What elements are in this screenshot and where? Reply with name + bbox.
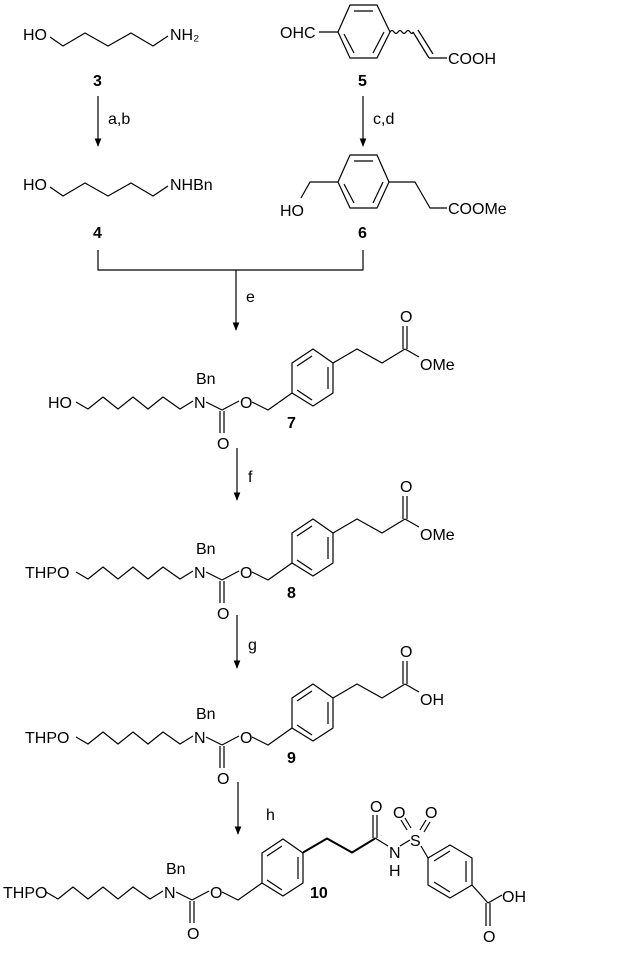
compound-number: 5 <box>358 73 367 90</box>
carbonyl-oxygen-label: O <box>187 926 199 943</box>
compound-5: OHC COOH 5 <box>280 4 496 90</box>
compound-number: 3 <box>93 73 102 90</box>
hydroxyl-label: HO <box>280 203 304 220</box>
thp-ether-label: THPO <box>3 885 47 902</box>
carbonyl-oxygen-label: O <box>400 309 412 326</box>
join-bracket <box>97 250 364 271</box>
compound-10: THPO Bn N O O O N H S O O OH O 10 <box>3 799 526 946</box>
carbonyl-oxygen-label: O <box>217 606 229 623</box>
compound-number: 4 <box>93 225 102 242</box>
reagent-label-f: f <box>248 469 253 486</box>
amide-oxygen-label: O <box>370 799 382 816</box>
aldehyde-label: OHC <box>280 25 316 42</box>
benzyl-label: Bn <box>196 541 216 558</box>
methoxy-label: OMe <box>420 527 455 544</box>
reagent-label-h: h <box>266 807 275 824</box>
nitrogen-label: N <box>194 730 206 747</box>
hydroxyl-label: HO <box>48 395 72 412</box>
compound-6: HO COOMe 6 <box>280 154 507 242</box>
ester-oxygen-label: O <box>240 565 252 582</box>
hydroxyl-label: OH <box>420 692 444 709</box>
benzyl-label: Bn <box>196 706 216 723</box>
reagent-label-e: e <box>246 289 255 306</box>
compound-7: HO Bn N O O O OMe 7 <box>48 309 455 453</box>
compound-number: 7 <box>287 415 296 432</box>
compound-4: HO NHBn 4 <box>23 177 213 242</box>
acid-label: COOH <box>448 51 496 68</box>
nitrogen-label: N <box>164 885 176 902</box>
benzyl-label: Bn <box>166 861 186 878</box>
wavy-bond <box>389 29 414 35</box>
compound-number: 10 <box>310 885 328 902</box>
carbonyl-oxygen-label: O <box>217 771 229 788</box>
benzyl-label: Bn <box>196 371 216 388</box>
compound-number: 6 <box>358 225 367 242</box>
compound-number: 9 <box>287 750 296 767</box>
carbonyl-oxygen-label: O <box>400 644 412 661</box>
thp-ether-label: THPO <box>25 730 69 747</box>
carbonyl-oxygen-label: O <box>217 436 229 453</box>
acid-oxygen-label: O <box>483 929 495 946</box>
ester-oxygen-label: O <box>240 395 252 412</box>
compound-3: HO NH₂ 3 <box>23 27 199 90</box>
amide-hydrogen-label: H <box>389 863 401 880</box>
sulfonyl-oxygen-label: O <box>393 805 405 822</box>
compound-8: THPO Bn N O O O OMe 8 <box>25 479 455 623</box>
amine-label: NHBn <box>170 177 213 194</box>
hydroxyl-label: HO <box>23 27 47 44</box>
amide-nitrogen-label: N <box>389 845 401 862</box>
ester-label: COOMe <box>448 201 507 218</box>
nitrogen-label: N <box>194 565 206 582</box>
compound-number: 8 <box>287 585 296 602</box>
sulfonyl-oxygen-label: O <box>425 805 437 822</box>
reagent-label-cd: c,d <box>373 111 394 128</box>
reagent-label-ab: a,b <box>108 111 130 128</box>
methoxy-label: OMe <box>420 357 455 374</box>
reagent-label-g: g <box>248 637 257 654</box>
hydroxyl-label: HO <box>23 177 47 194</box>
ester-oxygen-label: O <box>210 885 222 902</box>
sulfur-label: S <box>410 833 421 850</box>
thp-ether-label: THPO <box>25 565 69 582</box>
nitrogen-label: N <box>194 395 206 412</box>
compound-9: THPO Bn N O O O OH 9 <box>25 644 444 788</box>
acid-hydroxyl-label: OH <box>502 889 526 906</box>
carbonyl-oxygen-label: O <box>400 479 412 496</box>
amine-label: NH₂ <box>170 27 199 44</box>
ester-oxygen-label: O <box>240 730 252 747</box>
